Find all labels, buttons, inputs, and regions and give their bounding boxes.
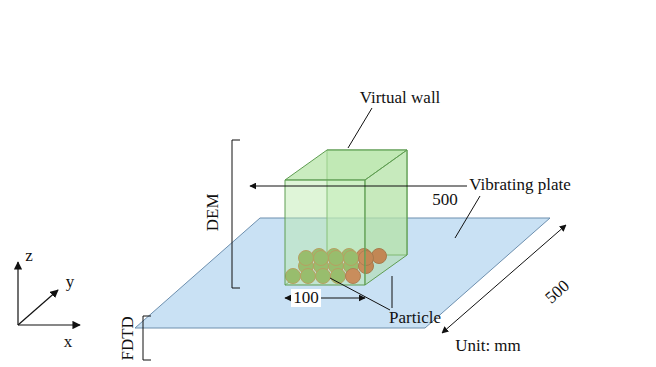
axis-label: z — [23, 247, 35, 266]
axis-label: y — [64, 273, 77, 292]
leader-line — [348, 108, 372, 148]
virtual-wall-front — [285, 150, 407, 285]
fdtd-bracket — [143, 316, 151, 360]
dimension-label: 500 — [430, 191, 460, 210]
part-label: Particle — [387, 309, 443, 328]
leader-line — [330, 278, 390, 310]
dimension-label: 500 — [541, 275, 576, 308]
axes — [18, 262, 80, 325]
dimension-label: 100 — [291, 289, 321, 308]
leader-line — [455, 196, 480, 238]
region-label: DEM — [204, 191, 223, 233]
dem-bracket — [232, 140, 240, 288]
unit-note: Unit: mm — [453, 337, 523, 356]
region-label: FDTD — [119, 314, 138, 362]
dimension-arrow — [442, 225, 566, 333]
part-label: Virtual wall — [358, 89, 443, 108]
part-label: Vibrating plate — [467, 176, 572, 195]
virtual-wall — [285, 150, 407, 285]
axis-label: x — [62, 333, 75, 352]
leader-line — [392, 276, 393, 308]
